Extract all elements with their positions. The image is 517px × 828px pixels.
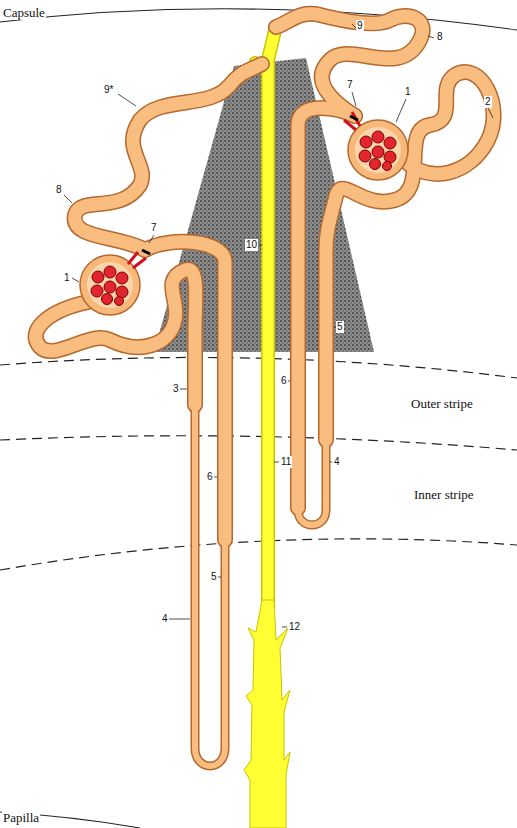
tubule	[36, 14, 494, 766]
callout-number: 1	[63, 272, 71, 284]
zone-boundary	[0, 539, 517, 570]
region-label: Papilla	[2, 810, 40, 825]
zone-boundary	[0, 436, 517, 450]
callout-number: 7	[346, 79, 354, 91]
callout-number: 10	[245, 239, 258, 251]
zone-label: Inner stripe	[413, 487, 475, 502]
callout-number: 12	[288, 621, 301, 633]
arteriole	[128, 112, 360, 268]
callout-number: 3	[172, 383, 180, 395]
callout-number: 2	[484, 96, 492, 108]
callout-number: 8	[55, 184, 63, 196]
callout-number: 5	[336, 321, 344, 333]
region-label: Capsule	[2, 5, 46, 20]
glomerulus	[348, 120, 408, 180]
callout-number: 7	[150, 222, 158, 234]
capsule-line	[0, 9, 517, 30]
callout-number: 5	[210, 571, 218, 583]
callout-number: 1	[404, 86, 412, 98]
zone-label: Outer stripe	[410, 396, 474, 411]
callout-number: 9*	[103, 84, 114, 96]
leader-line	[64, 24, 493, 627]
callout-number: 4	[333, 456, 341, 468]
callout-number: 11	[280, 456, 292, 468]
glomerulus	[80, 255, 140, 315]
callout-number: 6	[206, 471, 214, 483]
zone-boundary	[0, 357, 517, 378]
callout-number: 8	[436, 31, 444, 43]
callout-number: 4	[161, 613, 169, 625]
callout-number: 6	[280, 375, 288, 387]
collecting-duct	[244, 26, 290, 828]
tubule	[36, 14, 494, 766]
callout-number: 9	[356, 20, 364, 32]
macula-densa	[142, 116, 358, 254]
